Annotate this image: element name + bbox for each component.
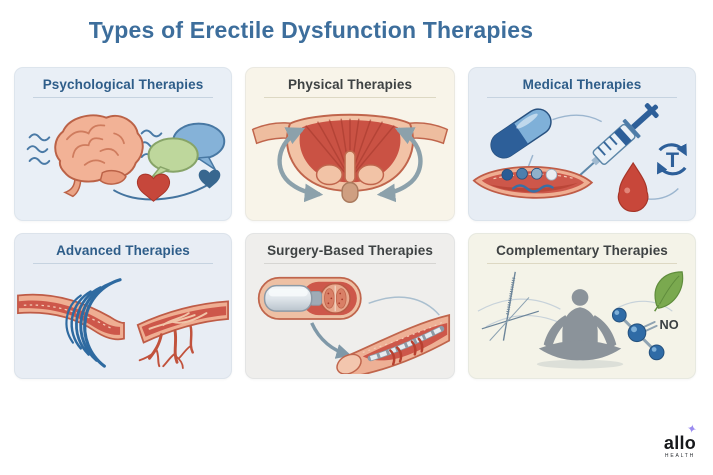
- physical-illustration: [251, 113, 449, 203]
- testosterone-letter: T: [666, 147, 679, 172]
- title-divider: [264, 263, 436, 264]
- brand-name: allo: [663, 433, 697, 453]
- page-title: Types of Erectile Dysfunction Therapies: [88, 17, 534, 43]
- nitric-oxide-label: NO: [660, 317, 679, 332]
- red-heart-icon: [136, 173, 171, 202]
- panel-advanced-therapies: Advanced Therapies: [14, 233, 232, 379]
- connector-arc: [368, 296, 440, 316]
- panel-title: Advanced Therapies: [56, 243, 190, 258]
- brain-icon: [54, 114, 144, 198]
- brand-tagline: HEALTH: [664, 453, 696, 459]
- panel-complementary-therapies: Complementary Therapies: [468, 233, 696, 379]
- blood-drop-icon: [617, 161, 649, 213]
- panel-title: Medical Therapies: [522, 77, 642, 92]
- blood-vessel-pills-icon: [472, 165, 594, 199]
- panel-psychological-therapies: Psychological Therapies: [14, 67, 232, 221]
- testosterone-cycle-icon: T: [657, 143, 687, 176]
- blue-heart-icon: [198, 169, 221, 189]
- capsule-pill-icon: [490, 108, 552, 159]
- panel-title: Psychological Therapies: [42, 77, 204, 92]
- meditation-figure-icon: [536, 289, 624, 369]
- brand-logo: ✦ allo HEALTH: [656, 421, 704, 459]
- connector-line: [113, 183, 210, 201]
- nitric-oxide-molecule-icon: NO: [611, 307, 679, 361]
- title-divider: [264, 97, 436, 98]
- medical-illustration: T: [472, 103, 687, 213]
- complementary-illustration: NO: [477, 271, 684, 369]
- curved-arrow-icon: [310, 322, 352, 359]
- branching-vessel-icon: [136, 300, 229, 369]
- panel-title: Surgery-Based Therapies: [267, 243, 433, 258]
- advanced-illustration: [17, 278, 229, 369]
- shockwave-vessel-icon: [17, 278, 125, 368]
- panel-medical-therapies: Medical Therapies: [468, 67, 696, 221]
- panel-title: Physical Therapies: [287, 77, 413, 92]
- circular-arrow-left-icon: [277, 127, 324, 203]
- psychological-illustration: [26, 114, 226, 202]
- acupuncture-needles-icon: [481, 271, 539, 341]
- panel-surgery-based-therapies: Surgery-Based Therapies: [245, 233, 455, 379]
- title-divider: [33, 97, 213, 98]
- surgery-illustration: [257, 276, 451, 374]
- title-divider: [33, 263, 213, 264]
- leaf-icon: [654, 271, 684, 312]
- panel-physical-therapies: Physical Therapies: [245, 67, 455, 221]
- implanted-shaft-icon: [336, 313, 451, 374]
- implant-device-icon: [257, 276, 362, 320]
- circular-arrow-right-icon: [376, 127, 423, 203]
- panel-title: Complementary Therapies: [496, 243, 668, 258]
- title-divider: [487, 97, 677, 98]
- title-divider: [487, 263, 677, 264]
- syringe-icon: [575, 103, 659, 180]
- speech-bubbles-icon: [147, 122, 226, 179]
